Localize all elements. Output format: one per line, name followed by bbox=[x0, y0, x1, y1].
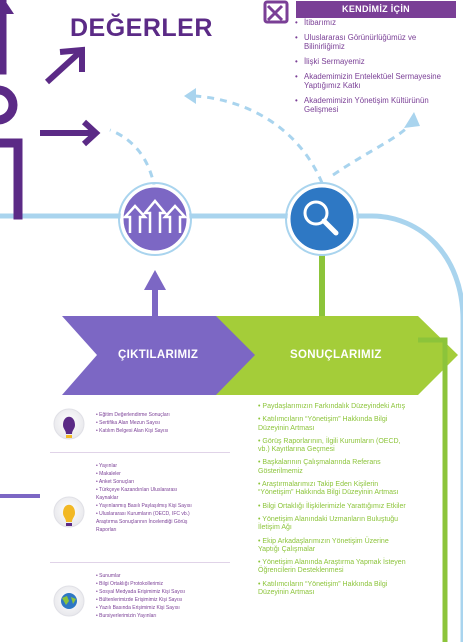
result-item: • Yönetişim Alanındaki Uzmanların Buluşt… bbox=[258, 515, 399, 532]
results-bracket bbox=[418, 337, 448, 642]
divider bbox=[50, 562, 230, 563]
result-item: • Katılımcıların “Yönetişim” Hakkında Bi… bbox=[258, 416, 388, 432]
kendimiz-item: Uluslararası Görünürlüğümüz ve Bilinirli… bbox=[293, 33, 458, 51]
results-label: SONUÇLARIMIZ bbox=[290, 349, 382, 361]
kendimiz-title: KENDİMİZ İÇİN bbox=[342, 4, 410, 14]
output-item: • Türkçeye Kazandırılan Uluslararası bbox=[96, 487, 178, 493]
result-item: • Ekip Arkadaşlarımızın Yönetişim Üzerin… bbox=[258, 537, 389, 553]
result-item: • Yönetişim Alanında Araştırma Yapmak İs… bbox=[258, 559, 406, 575]
output-item: • Sertifika Alan Mezun Sayısı bbox=[96, 420, 161, 426]
lightbulb-icon-1 bbox=[53, 408, 85, 440]
dashed-arrow-top bbox=[332, 123, 412, 177]
output-item: • Bursiyerlerimizin Yayınları bbox=[96, 613, 157, 619]
outputs-group-2: • Yayınlar • Makaleler • Anket Sonuçları… bbox=[96, 462, 246, 534]
arrow-diag-icon bbox=[44, 46, 85, 85]
result-item: • Bilgi Ortaklığı İlişkilerimizle Yaratt… bbox=[258, 502, 406, 510]
output-item: • Anket Sonuçları bbox=[96, 479, 135, 485]
page-title: DEĞERLER bbox=[70, 14, 213, 42]
globe-icon bbox=[53, 585, 85, 617]
dashed-arrowhead-top bbox=[404, 112, 420, 128]
kendimiz-list: İtibarımız Uluslararası Görünürlüğümüz v… bbox=[293, 18, 458, 120]
output-item: • Uluslararası Kurumların (OECD, IFC vb.… bbox=[96, 511, 190, 517]
kendimiz-item: Akademimizin Entelektüel Sermayesine Yap… bbox=[293, 72, 458, 90]
growth-circle bbox=[118, 182, 192, 256]
growth-arrows-icon bbox=[122, 199, 188, 233]
results-chevron bbox=[216, 316, 458, 395]
arrow-right-icon bbox=[40, 119, 101, 147]
dashed-arrow-right bbox=[194, 94, 324, 184]
result-item: • Paydaşlarımızın Farkındalık Düzeyindek… bbox=[258, 403, 406, 410]
dashed-arrowhead-right bbox=[184, 88, 196, 104]
output-item: • Sunumlar bbox=[96, 573, 121, 579]
output-item: • Yazılı Basında Erişimimiz Kişi Sayısı bbox=[96, 605, 180, 611]
outputs-group-1: • Eğitim Değerlendirme Sonuçları • Serti… bbox=[96, 411, 246, 435]
outputs-label: ÇIKTILARIMIZ bbox=[118, 349, 199, 361]
search-circle bbox=[285, 182, 359, 256]
kendimiz-item: İlişki Sermayemiz bbox=[293, 57, 458, 66]
person-silhouette-icon bbox=[0, 0, 23, 220]
divider bbox=[50, 452, 230, 453]
output-item: Araştırma Sonuçlarının İncelendiği Görüş bbox=[96, 519, 188, 525]
outputs-chevron bbox=[62, 316, 271, 395]
output-item: • Bilgi Ortaklığı Protokollerimiz bbox=[96, 581, 164, 587]
results-list: • Paydaşlarımızın Farkındalık Düzeyindek… bbox=[258, 403, 408, 602]
dashed-arrow-left bbox=[109, 128, 157, 191]
result-item: • Katılımcıların “Yönetişim” Hakkında Bi… bbox=[258, 580, 388, 597]
output-item: • Eğitim Değerlendirme Sonuçları bbox=[96, 412, 170, 418]
lightbulb-icon-2 bbox=[53, 496, 85, 528]
kendimiz-item: Akademimizin Yönetişim Kültürünün Gelişm… bbox=[293, 96, 458, 114]
person-up-arrowhead bbox=[0, 0, 14, 14]
output-item: • Yayınlar bbox=[96, 463, 118, 469]
result-item: • Araştırmalarımızı Takip Eden Kişilerin… bbox=[258, 481, 399, 497]
output-item: Raporları bbox=[96, 527, 117, 533]
output-item: • Katılım Belgesi Alan Kişi Sayısı bbox=[96, 428, 169, 434]
output-item: • Bültenlerimizde Erişimimiz Kişi Sayısı bbox=[96, 597, 183, 603]
output-item: • Yayınlanmış Basılı Paylaşılmış Kişi Sa… bbox=[96, 503, 192, 509]
magnifier-icon bbox=[303, 200, 339, 236]
handshake-icon bbox=[263, 0, 289, 24]
kendimiz-header: KENDİMİZ İÇİN bbox=[296, 1, 456, 18]
output-item: • Makaleler bbox=[96, 471, 121, 477]
output-item: • Sosyal Medyada Erişimimiz Kişi Sayısı bbox=[96, 589, 185, 595]
output-item: Kaynaklar bbox=[96, 495, 119, 501]
left-stem-arrowhead bbox=[144, 270, 166, 290]
flow-line bbox=[0, 213, 463, 642]
kendimiz-item: İtibarımız bbox=[293, 18, 458, 27]
result-item: • Başkalarının Çalışmalarında Referans G… bbox=[258, 459, 381, 475]
outputs-group-3: • Sunumlar • Bilgi Ortaklığı Protokoller… bbox=[96, 572, 246, 620]
result-item: • Görüş Raporlarının, İlgili Kurumların … bbox=[258, 437, 401, 454]
